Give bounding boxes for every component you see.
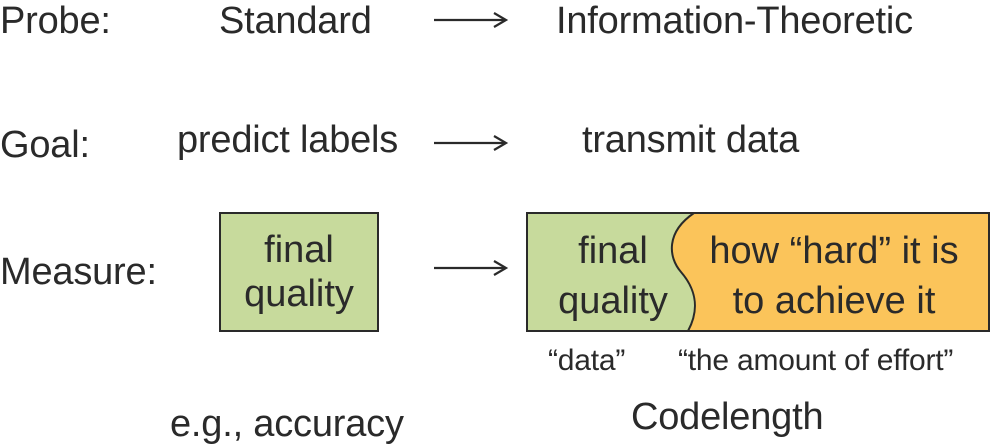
probe-information-theoretic: Information-Theoretic [556,0,913,42]
measure-arrow-icon [434,260,509,276]
probe-label: Probe: [0,0,111,42]
goal-label: Goal: [0,124,90,166]
final-quality-line2: quality [244,273,354,315]
goal-arrow-icon [434,135,509,151]
goal-predict-labels: predict labels [177,119,399,161]
probe-arrow-icon [434,12,509,28]
example-codelength: Codelength [631,396,824,438]
final-quality-box: final quality [219,212,379,332]
data-part-line1: final [578,230,648,272]
example-accuracy: e.g., accuracy [170,403,404,445]
effort-part-line2: to achieve it [732,280,936,322]
data-caption: “data” [548,344,626,377]
effort-caption: “the amount of effort” [678,344,954,377]
goal-transmit-data: transmit data [582,119,800,161]
data-part-line2: quality [558,280,668,322]
effort-part-line1: how “hard” it is [709,230,959,272]
effort-part-label: how “hard” it is to achieve it [686,226,982,326]
probe-standard: Standard [219,0,372,42]
codelength-box-shape [526,212,990,332]
final-quality-line1: final [264,229,334,271]
measure-label: Measure: [0,251,157,293]
data-part-label: final quality [540,226,686,326]
